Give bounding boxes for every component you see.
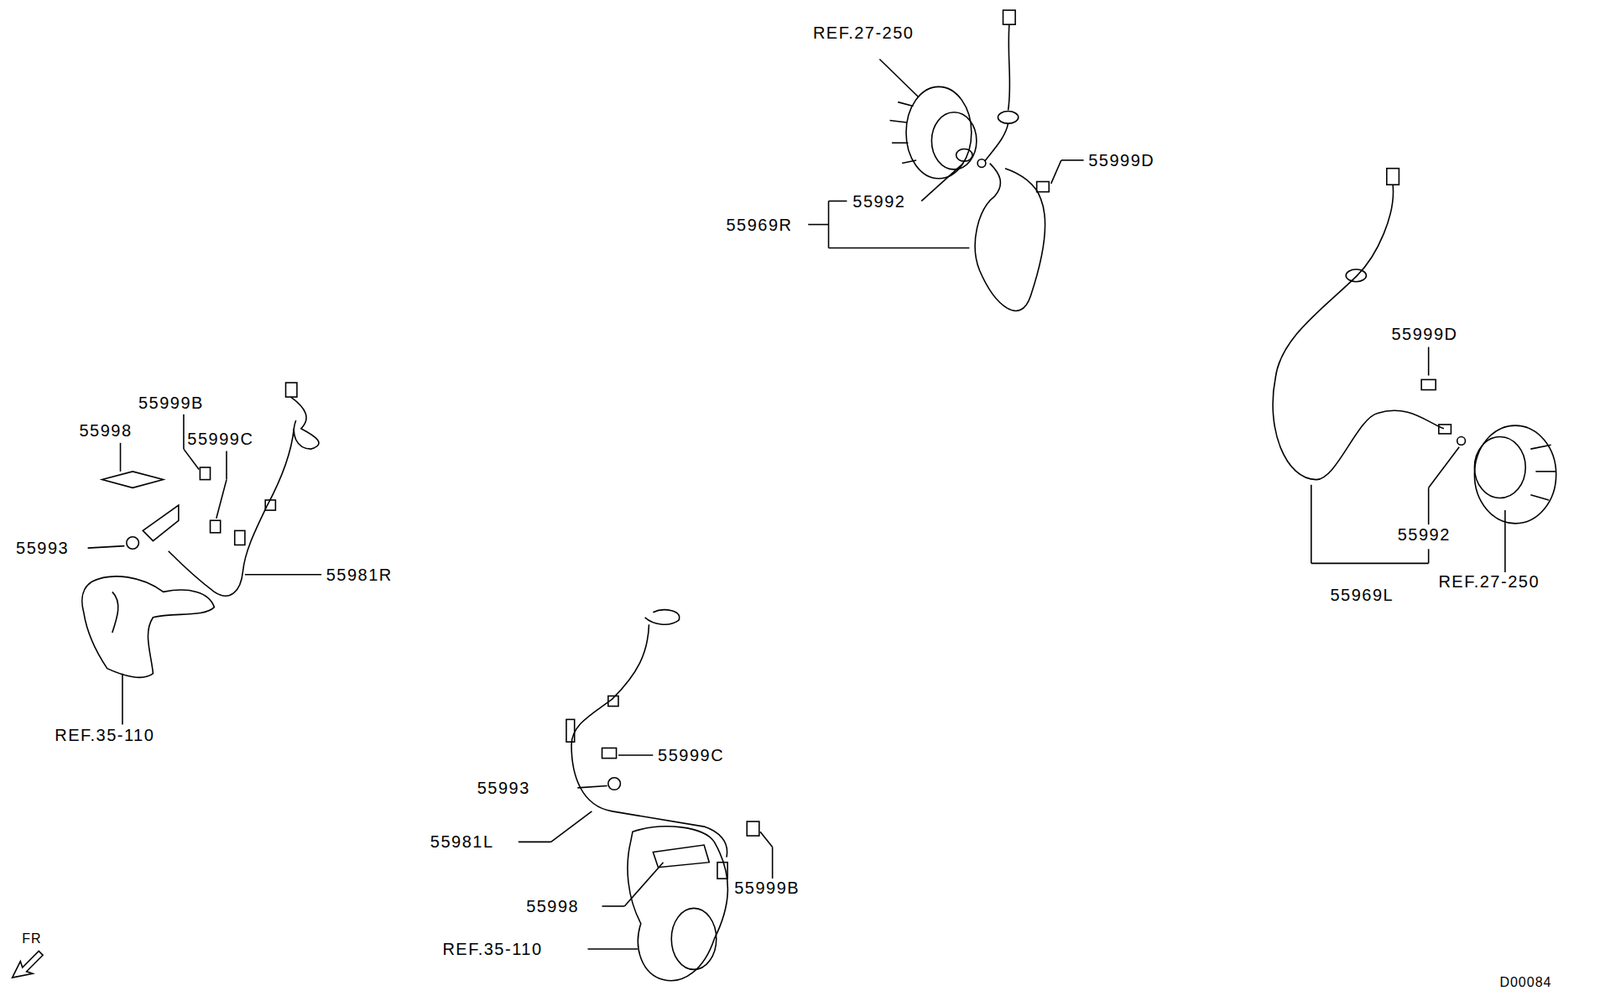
callout-number: 55998 [524, 896, 581, 916]
callout-number: 55999D [1086, 151, 1157, 170]
callout-number: 55969L [1328, 585, 1396, 605]
callout-number: 55981L [428, 832, 496, 851]
leader-lines [88, 414, 323, 725]
reference-label: REF.27-250 [811, 23, 917, 42]
leader-lines [1311, 347, 1460, 564]
callout-number: 55992 [1396, 525, 1453, 544]
callout-number: 55999C [185, 429, 256, 449]
sensor-wire [102, 382, 319, 596]
callout-number: 55992 [850, 192, 907, 211]
callout-number: FR [20, 929, 43, 949]
leader-lines [807, 160, 1084, 249]
callout-number: D00084 [1497, 973, 1554, 992]
callout-number: 55998 [77, 421, 134, 440]
sensor-wire [1272, 168, 1465, 480]
direction-arrow [12, 950, 43, 978]
leader-lines [518, 755, 773, 949]
steering-knuckle [627, 826, 728, 981]
wheel-hub [1474, 425, 1556, 574]
callout-number: 55999D [1389, 324, 1460, 344]
reference-label: REF.27-250 [1436, 572, 1542, 591]
sensor-wire [974, 10, 1049, 311]
callout-number: 55993 [475, 778, 532, 798]
callout-number: 55993 [14, 538, 71, 558]
callout-number: 55981R [324, 565, 395, 584]
steering-knuckle [82, 576, 215, 678]
reference-label: REF.35-110 [52, 725, 157, 745]
callout-number: 55999B [732, 878, 802, 897]
reference-label: REF.35-110 [440, 939, 544, 959]
wheel-hub [879, 59, 977, 179]
sensor-wire [566, 609, 760, 879]
callout-number: 55969R [724, 215, 795, 235]
callout-number: 55999B [136, 393, 206, 412]
callout-number: 55999C [656, 745, 726, 765]
